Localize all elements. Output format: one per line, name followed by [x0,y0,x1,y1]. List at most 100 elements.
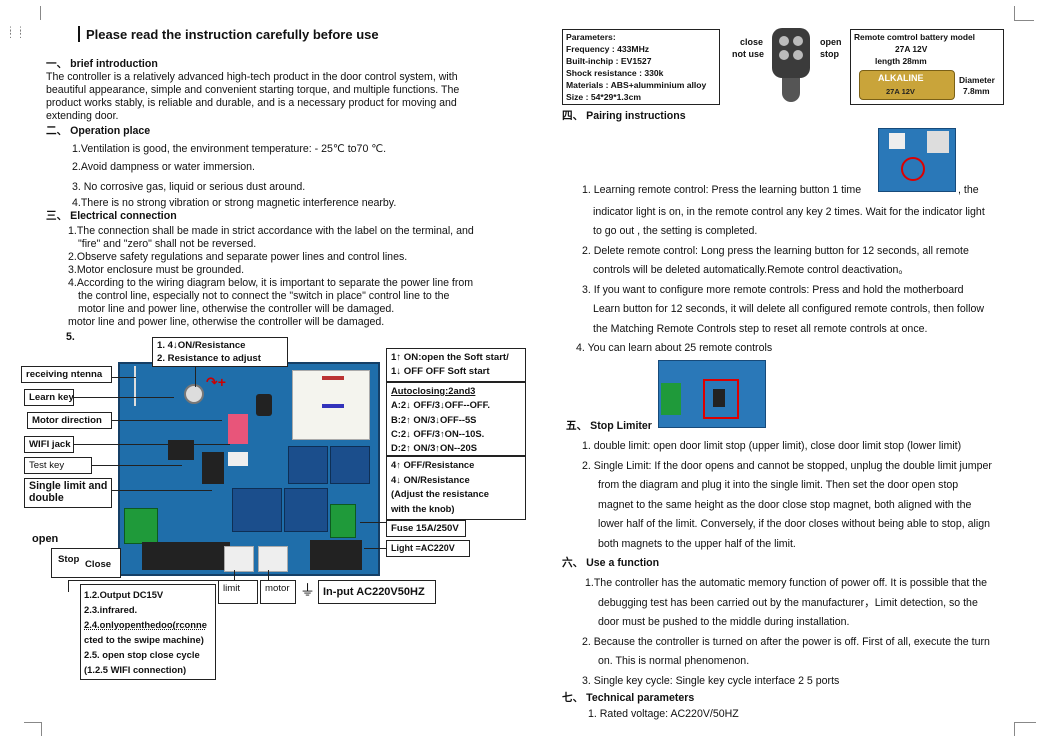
limit-mode-line: Single limit and [29,480,108,492]
functions-line: 2.4.onlyopenthedoo(rconne [84,619,207,630]
autoclosing-line: A:2↓ OFF/3↓OFF--OFF. [391,399,490,411]
wifi-connector [228,452,248,466]
pairing-line: Learn button for 12 seconds, it will del… [593,303,985,315]
functions-line: 2.5. open stop close cycle [84,649,200,660]
leader-line [112,490,212,491]
transformer-stripe [322,376,344,380]
resistance-box: 4↑ OFF/Resistance 4↓ ON/Resistance (Adju… [386,456,526,520]
pairing-line: 3. If you want to configure more remote … [582,284,964,296]
battery-print: ALKALINE [878,73,924,83]
remote-body [772,28,810,78]
pairing-line: 4. You can learn about 25 remote control… [576,342,773,354]
remote-close-label: close [740,37,764,47]
stop-line: from the diagram and plug it into the si… [598,479,959,491]
use-heading: 六、 Use a function [562,557,660,569]
remote-button [793,36,803,46]
soft-start-box: 1↑ ON:open the Soft start/ 1↓ OFF OFF So… [386,348,526,382]
terminal-block [330,504,356,538]
intro-heading: 一、 brief introduction [46,58,158,70]
stop-line: magnet to the same height as the door cl… [598,499,972,511]
electrical-line: motor line and power line, otherwise the… [68,316,385,328]
item-five: 5. [66,331,75,343]
functions-box: 1.2.Output DC15V 2.3.infrared. 2.4.onlyo… [80,584,216,680]
remote-stop-label: stop [820,49,839,59]
remote-button [779,36,789,46]
highlight-box [703,379,739,419]
leader-line [360,522,386,523]
stop-heading: 五、 Stop Limiter [566,420,652,432]
battery-length: length 28mm [875,56,927,66]
battery-icon: ALKALINE 27A 12V [859,70,955,100]
leader-line [74,444,230,445]
pairing-line: indicator light is on, in the remote con… [593,206,985,218]
close-label: Close [85,559,112,570]
battery-box: Remote comtrol battery model 27A 12V len… [850,29,1004,105]
power-terminal-row [310,540,362,570]
tech-heading: 七、 Technical parameters [562,692,695,704]
electrical-heading: 三、 Electrical connection [46,210,177,222]
limit-mode-label: Single limit and double [24,478,112,508]
antenna-label: receiving ntenna [21,366,112,383]
learn-button-photo [878,128,956,192]
leader-line [234,570,235,582]
crop-mark [41,722,42,736]
leader-line [92,465,182,466]
crop-mark [40,6,41,20]
leader-line [68,580,218,581]
antenna-wire [134,366,136,406]
remote-control-icon [768,28,814,104]
operation-item: 2.Avoid dampness or water immersion. [72,161,255,173]
intro-line: extending door. [46,110,119,122]
parameters-box: Parameters: Frequency : 433MHz Built-inc… [562,29,720,105]
connector [258,546,288,572]
crop-mark [1014,722,1036,723]
button-part [927,131,949,153]
electrical-line: 1.The connection shall be made in strict… [68,225,474,237]
crop-mark [1014,722,1015,736]
stop-close-frame [51,548,121,578]
battery-model: 27A 12V [895,44,928,54]
pairing-line: controls will be deleted automatically.R… [593,264,910,276]
test-key-label: Test key [24,457,92,474]
electrical-line: motor line and power line, otherwise the… [78,303,395,315]
highlight-circle [901,157,925,181]
leader-line [112,420,222,421]
arrow-icon: ↷+ [206,374,226,390]
use-line: debugging test has been carried out by t… [598,597,978,609]
electrical-line: the control line, especially not to conn… [78,290,450,302]
drag-handle-icon[interactable]: ⋮⋮⋮⋮ [6,25,26,39]
stop-line: 1. double limit: open door limit stop (u… [582,440,962,452]
leader-line [195,365,196,387]
soft-start-line: 1↑ ON:open the Soft start/ [391,352,509,363]
leader-line [268,570,269,582]
electrical-line: "fire" and "zero" shall not be reversed. [78,238,257,250]
operation-heading: 二、 Operation place [46,125,151,137]
remote-button [793,50,803,60]
dip-switch [228,414,248,444]
title-bar [78,26,80,42]
use-line: 3. Single key cycle: Single key cycle in… [582,675,840,687]
potentiometer-knob [184,384,204,404]
autoclosing-line: Autoclosing:2and3 [391,385,476,396]
pairing-heading: 四、 Pairing instructions [562,110,686,122]
functions-line: (1.2.5 WIFI connection) [84,664,187,675]
stop-line: lower half of the limit. Conversely, if … [598,518,990,530]
operation-item: 3. No corrosive gas, liquid or serious d… [72,181,306,193]
pairing-line: 1. Learning remote control: Press the le… [582,184,862,196]
transformer-stripe [322,404,344,408]
battery-title: Remote comtrol battery model [854,32,975,42]
pairing-line: , the [958,184,979,196]
motor-label: motor [260,580,296,604]
terminal-block [124,508,158,544]
param-line: Frequency : 433MHz [566,44,650,54]
autoclosing-box: Autoclosing:2and3 A:2↓ OFF/3↓OFF--OFF. B… [386,382,526,456]
remote-open-label: open [820,37,842,47]
use-line: 1.The controller has the automatic memor… [585,577,987,589]
open-label: open [32,533,59,545]
screw-terminal-row [142,542,230,570]
connector [224,546,254,572]
use-line: 2. Because the controller is turned on a… [582,636,990,648]
resistance-line: 4↑ OFF/Resistance [391,459,475,470]
relay [330,446,370,484]
param-line: Materials : ABS+alumminium alloy [566,80,707,90]
